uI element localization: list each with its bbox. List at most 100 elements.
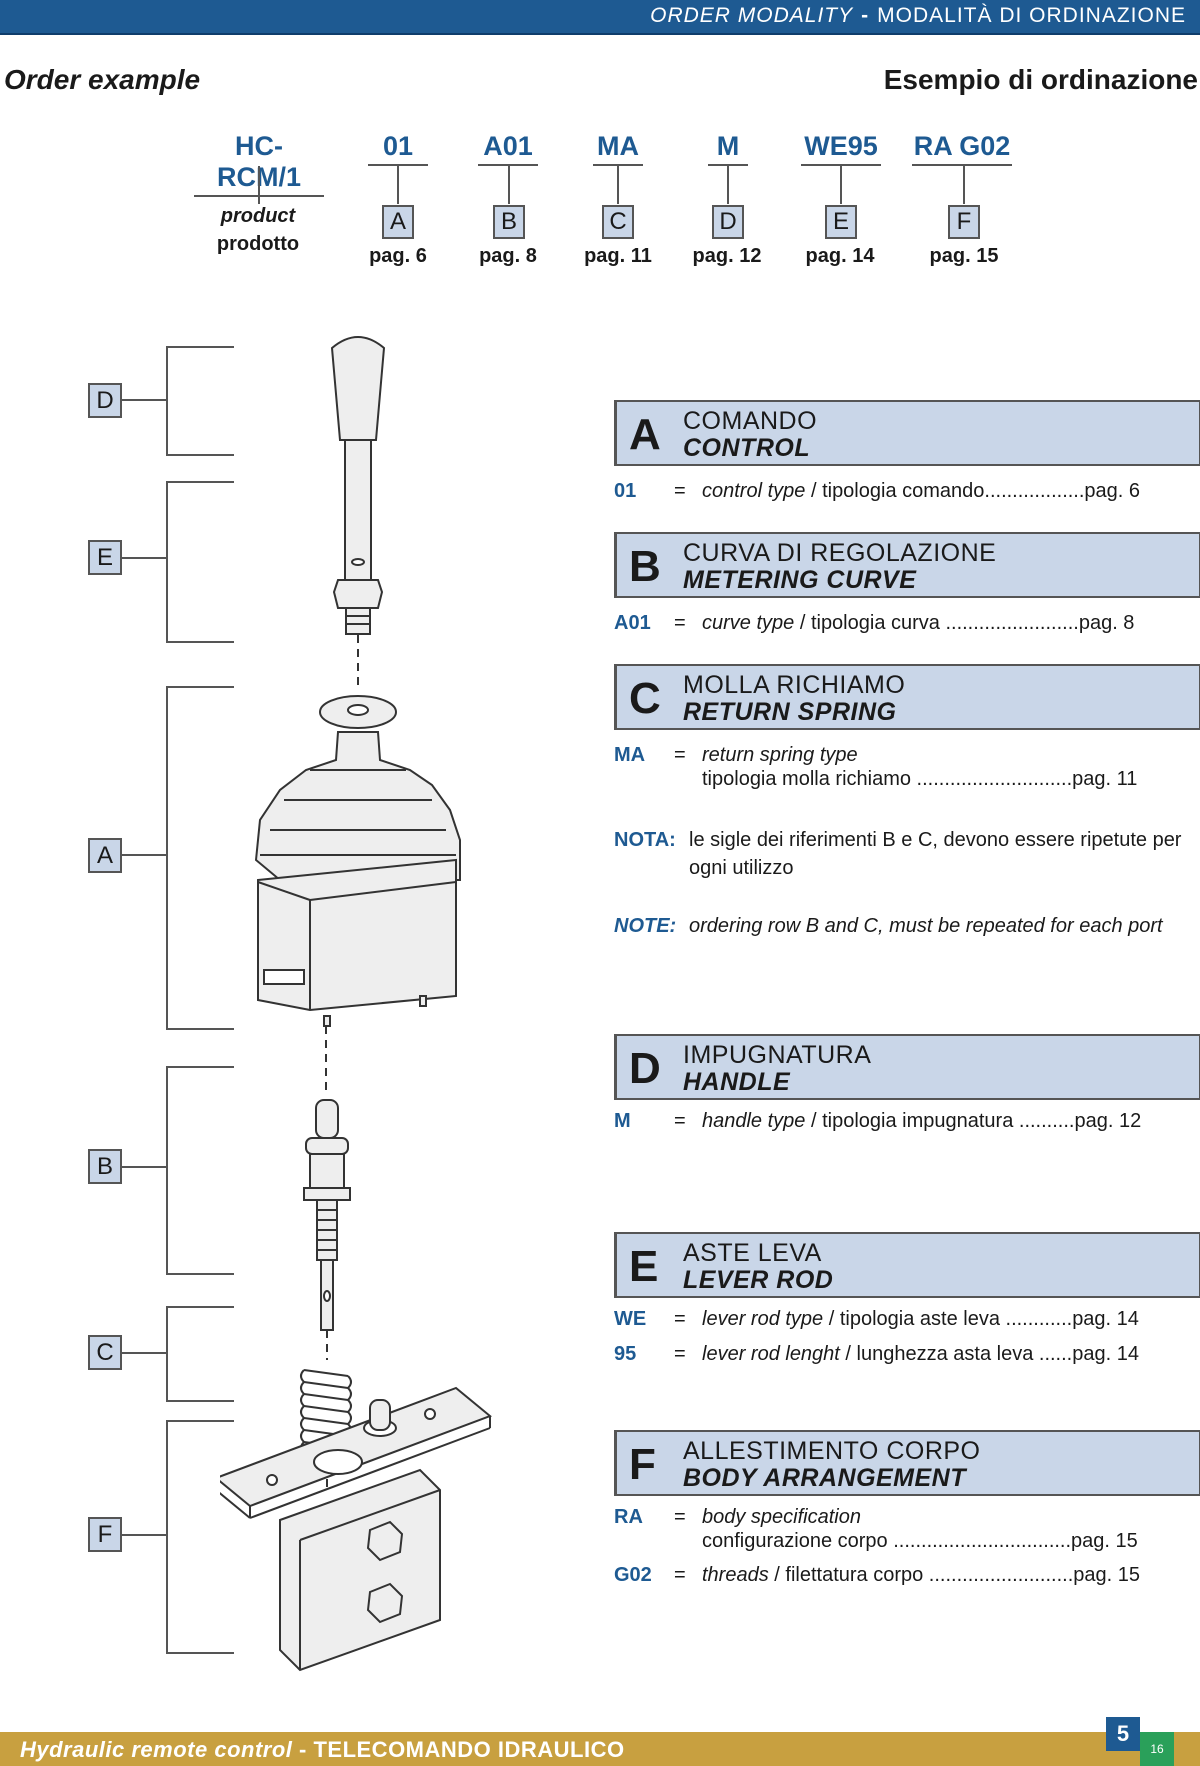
code-letter-E: E — [825, 205, 857, 239]
side-label-A: A — [88, 838, 122, 873]
footer-bar: Hydraulic remote control - TELECOMANDO I… — [0, 1732, 1200, 1766]
connector-line — [727, 166, 729, 204]
code-page-A: pag. 6 — [369, 245, 427, 267]
section-header-A: A COMANDO CONTROL — [614, 400, 1200, 466]
bracket-tick — [122, 1352, 166, 1354]
connector-line — [840, 166, 842, 204]
order-example-title-it: Esempio di ordinazione — [883, 64, 1198, 95]
option-code: M — [614, 1110, 631, 1132]
section-letter: A — [629, 410, 661, 459]
section-title-en: RETURN SPRING — [683, 698, 897, 726]
connector-line — [508, 166, 510, 204]
option-description: return spring type — [702, 744, 858, 766]
code-A: 01 — [368, 131, 428, 166]
section-letter: E — [629, 1242, 659, 1291]
option-code: 95 — [614, 1343, 637, 1365]
base-plate — [220, 1386, 492, 1508]
option-code: RA — [614, 1506, 643, 1528]
section-title-it: ASTE LEVA — [683, 1239, 822, 1267]
bracket-tick — [122, 1166, 166, 1168]
lever-rod — [344, 439, 372, 596]
plunger — [315, 1099, 339, 1139]
code-letter-D: D — [712, 205, 744, 239]
bracket-D — [166, 346, 234, 456]
footer-title: Hydraulic remote control - TELECOMANDO I… — [20, 1737, 625, 1762]
valve-block — [279, 1468, 441, 1672]
code-letter-F: F — [948, 205, 980, 239]
side-label-B: B — [88, 1149, 122, 1184]
option-description: body specification — [702, 1506, 861, 1528]
section-title-it: CURVA DI REGOLAZIONE — [683, 539, 997, 567]
page-number: 5 — [1106, 1717, 1140, 1751]
bracket-tick — [122, 557, 166, 559]
equals-sign: = — [674, 1110, 686, 1132]
code-page-D: pag. 12 — [692, 245, 762, 267]
side-label-E: E — [88, 540, 122, 575]
option-description: control type / tipologia comando........… — [702, 480, 1141, 502]
order-example-title: Order example — [4, 64, 201, 95]
code-letter-C: C — [602, 205, 634, 239]
equals-sign: = — [674, 480, 686, 502]
section-title-en: LEVER ROD — [683, 1266, 834, 1294]
code-letter-B: B — [493, 205, 525, 239]
section-title-en: HANDLE — [683, 1068, 791, 1096]
joystick-exploded-drawing — [220, 336, 492, 1672]
page-number-small: 16 — [1140, 1732, 1174, 1766]
option-description: lever rod lenght / lunghezza asta leva .… — [702, 1343, 1139, 1365]
bracket-B — [166, 1066, 234, 1275]
section-letter: F — [629, 1440, 656, 1489]
connector-line — [617, 166, 619, 204]
bracket-F — [166, 1420, 234, 1654]
bracket-A — [166, 686, 234, 1030]
header-title-it: MODALITÀ DI ORDINAZIONE — [877, 4, 1186, 27]
side-label-D: D — [88, 383, 122, 418]
section-title-it: COMANDO — [683, 407, 818, 435]
section-header-B: B CURVA DI REGOLAZIONE METERING CURVE — [614, 532, 1200, 598]
bracket-C — [166, 1306, 234, 1402]
side-label-C: C — [88, 1335, 122, 1370]
equals-sign: = — [674, 744, 686, 766]
product-label-en: product — [220, 205, 296, 227]
equals-sign: = — [674, 1308, 686, 1330]
section-letter: B — [629, 542, 661, 591]
option-description: curve type / tipologia curva ...........… — [702, 612, 1135, 634]
bracket-tick — [122, 399, 166, 401]
option-description: threads / filettatura corpo ............… — [702, 1564, 1140, 1586]
nota-text: le sigle dei riferimenti B e C, devono e… — [689, 829, 1182, 879]
section-title-it: IMPUGNATURA — [683, 1041, 872, 1069]
section-letter: C — [629, 674, 661, 723]
rubber-boot — [254, 731, 461, 881]
option-description: configurazione corpo ...................… — [702, 1530, 1138, 1552]
section-header-E: E ASTE LEVA LEVER ROD — [614, 1232, 1200, 1298]
bracket-tick — [122, 1534, 166, 1536]
note-text: ordering row B and C, must be repeated f… — [689, 915, 1163, 937]
side-label-F: F — [88, 1517, 122, 1552]
product-label-it: prodotto — [216, 233, 300, 255]
code-E: WE95 — [801, 131, 881, 166]
equals-sign: = — [674, 612, 686, 634]
equals-sign: = — [674, 1564, 686, 1586]
option-code: G02 — [614, 1564, 652, 1586]
option-code: A01 — [614, 612, 651, 634]
section-title-it: ALLESTIMENTO CORPO — [683, 1437, 981, 1465]
header-bar: ORDER MODALITY-MODALITÀ DI ORDINAZIONE — [0, 0, 1200, 35]
code-C: MA — [593, 131, 643, 166]
header-separator: - — [861, 4, 870, 27]
option-code: 01 — [614, 480, 637, 502]
option-code: MA — [614, 744, 646, 766]
code-page-E: pag. 14 — [805, 245, 875, 267]
bracket-tick — [122, 854, 166, 856]
code-letter-A: A — [382, 205, 414, 239]
code-page-F: pag. 15 — [929, 245, 999, 267]
code-D: M — [708, 131, 748, 166]
code-B: A01 — [478, 131, 538, 166]
code-F: RA G02 — [912, 131, 1012, 166]
header-title: ORDER MODALITY-MODALITÀ DI ORDINAZIONE — [650, 4, 1186, 28]
connector-line — [397, 166, 399, 204]
handle-knob — [330, 336, 386, 441]
control-body — [257, 858, 457, 1012]
section-header-C: C MOLLA RICHIAMO RETURN SPRING — [614, 664, 1200, 730]
option-description: tipologia molla richiamo ...............… — [702, 768, 1138, 790]
equals-sign: = — [674, 1506, 686, 1528]
header-title-en: ORDER MODALITY — [650, 4, 854, 27]
